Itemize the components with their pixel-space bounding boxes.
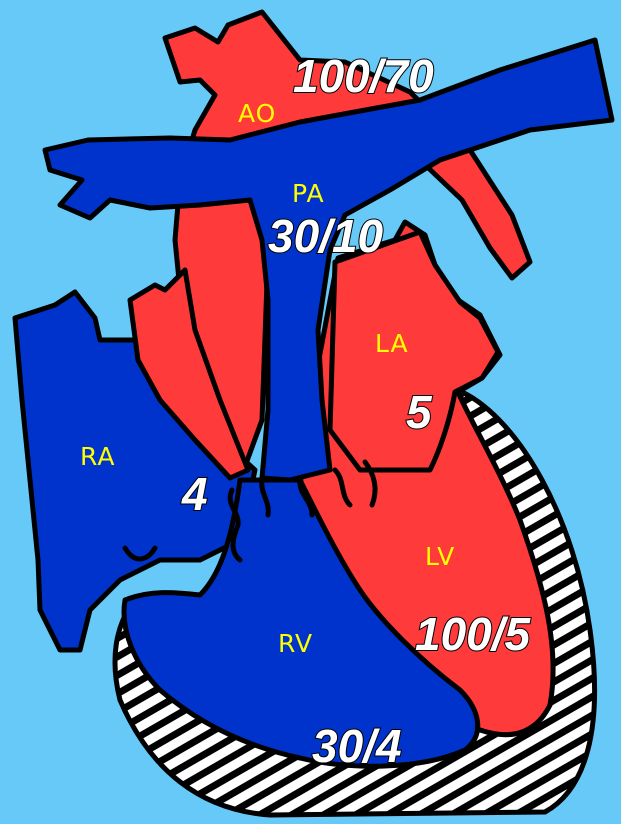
label-ao: AO xyxy=(238,99,276,128)
pressure-aorta: 100/70 xyxy=(293,50,434,102)
label-la: LA xyxy=(375,329,409,358)
pressure-pulmonary-artery: 30/10 xyxy=(268,210,384,262)
pressure-left-ventricle: 100/5 xyxy=(415,608,532,660)
label-lv: LV xyxy=(425,542,455,571)
pressure-right-atrium: 4 xyxy=(181,468,208,520)
label-rv: RV xyxy=(278,629,313,658)
label-pa: PA xyxy=(292,179,325,208)
pressure-right-ventricle: 30/4 xyxy=(312,720,402,772)
label-ra: RA xyxy=(80,442,115,471)
pressure-left-atrium: 5 xyxy=(406,386,433,438)
